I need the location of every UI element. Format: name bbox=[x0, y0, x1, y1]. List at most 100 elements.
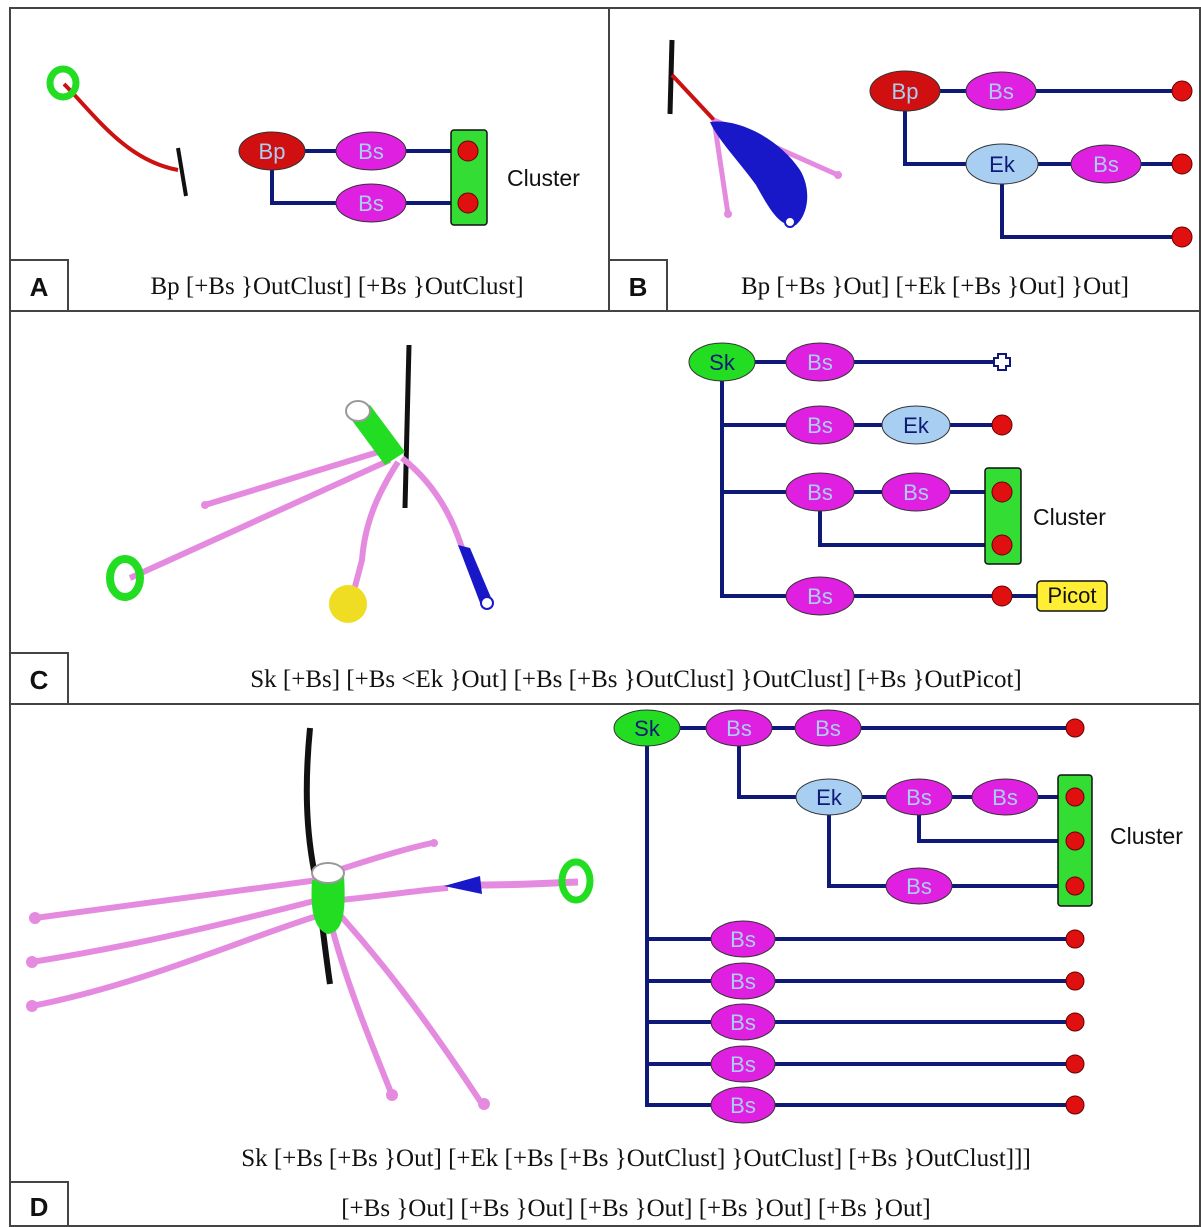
yellow-ball bbox=[329, 585, 367, 623]
cluster-label: Cluster bbox=[1110, 823, 1183, 849]
pink-stem bbox=[339, 885, 449, 903]
panel-c-formula: Sk [+Bs] [+Bs <Ek }Out] [+Bs [+Bs }OutCl… bbox=[250, 666, 1022, 693]
node-bs-label: Bs bbox=[906, 785, 932, 810]
output-dot bbox=[1065, 1054, 1085, 1074]
pink-tip bbox=[26, 1000, 38, 1012]
panel-c-label-box bbox=[9, 652, 69, 705]
node-bs bbox=[705, 709, 773, 747]
output-dot bbox=[1065, 787, 1085, 807]
node-ek bbox=[965, 143, 1039, 185]
output-dot bbox=[991, 414, 1013, 436]
pink-stem bbox=[349, 460, 401, 599]
blue-stem bbox=[710, 121, 808, 226]
output-dot bbox=[457, 140, 479, 162]
black-stem bbox=[667, 39, 675, 115]
cluster-label: Cluster bbox=[507, 165, 580, 191]
green-ring bbox=[558, 858, 594, 904]
green-ring bbox=[106, 555, 144, 601]
picot-box bbox=[1036, 580, 1108, 612]
node-bs-label: Bs bbox=[726, 716, 752, 741]
blue-stem bbox=[458, 545, 492, 608]
node-bs bbox=[794, 709, 862, 747]
node-bs-label: Bs bbox=[807, 350, 833, 375]
node-ek bbox=[795, 778, 863, 816]
red-stem bbox=[670, 73, 716, 122]
plus-icon bbox=[993, 353, 1011, 371]
node-bs-label: Bs bbox=[903, 480, 929, 505]
output-dot bbox=[1065, 929, 1085, 949]
output-dot bbox=[991, 585, 1013, 607]
node-bs-label: Bs bbox=[358, 191, 384, 216]
panel-a-tree: Bp Bs Bs Cluster bbox=[238, 129, 580, 226]
node-bs-label: Bs bbox=[358, 139, 384, 164]
pink-tip bbox=[386, 1089, 398, 1101]
panel-c-tree: Picot Sk Bs Bs Ek Bs Bs Bs Cluster bbox=[688, 342, 1108, 616]
node-bs-label: Bs bbox=[730, 1010, 756, 1035]
node-bs bbox=[710, 1003, 776, 1041]
node-bs-label: Bs bbox=[807, 413, 833, 438]
output-dot bbox=[1065, 1012, 1085, 1032]
black-stem bbox=[303, 727, 333, 985]
node-bs bbox=[710, 920, 776, 958]
output-dot bbox=[1065, 876, 1085, 896]
node-bs bbox=[710, 1045, 776, 1083]
node-sk-label: Sk bbox=[709, 350, 736, 375]
node-bs-label: Bs bbox=[807, 584, 833, 609]
pink-tip bbox=[430, 839, 438, 847]
output-dot bbox=[1065, 971, 1085, 991]
node-bs-label: Bs bbox=[730, 1093, 756, 1118]
node-bs bbox=[1070, 144, 1142, 184]
panel-c: Picot Sk Bs Bs Ek Bs Bs Bs Cluster C Sk … bbox=[30, 342, 1108, 695]
node-ek-label: Ek bbox=[816, 785, 843, 810]
pink-stem bbox=[31, 897, 319, 965]
node-bs-label: Bs bbox=[988, 79, 1014, 104]
node-bs-label: Bs bbox=[730, 969, 756, 994]
soma-cap bbox=[345, 400, 371, 422]
pink-stem bbox=[31, 912, 321, 1009]
panel-c-label: C bbox=[30, 665, 49, 695]
pink-tip bbox=[201, 501, 209, 509]
node-bs bbox=[710, 1086, 776, 1124]
node-bp-label: Bp bbox=[259, 139, 286, 164]
panel-d-formula-line-2: [+Bs }Out] [+Bs }Out] [+Bs }Out] [+Bs }O… bbox=[341, 1195, 931, 1222]
pink-stem bbox=[400, 455, 465, 549]
panel-d-tree: Sk Bs Bs Ek Bs Bs Bs Bs Bs Bs Bs Bs Clus… bbox=[613, 709, 1183, 1124]
output-dot bbox=[457, 192, 479, 214]
panel-b-sketch bbox=[667, 39, 842, 228]
tree-edge bbox=[645, 728, 1075, 1107]
output-dot bbox=[1171, 80, 1193, 102]
node-bs-label: Bs bbox=[815, 716, 841, 741]
node-bs bbox=[710, 962, 776, 1000]
node-bs-label: Bs bbox=[906, 874, 932, 899]
panel-a: Bp Bs Bs Cluster A Bp [+Bs }OutClust] [+… bbox=[30, 65, 580, 302]
panel-d-formula-line-1: Sk [+Bs [+Bs }Out] [+Ek [+Bs [+Bs }OutCl… bbox=[241, 1145, 1031, 1172]
panel-d-frame bbox=[9, 703, 1201, 1227]
panel-b-label-box bbox=[608, 259, 668, 312]
soma-cap bbox=[311, 862, 345, 884]
node-bs bbox=[965, 71, 1037, 111]
panel-c-sketch bbox=[106, 344, 494, 623]
node-ek-label: Ek bbox=[989, 152, 1016, 177]
pink-stem bbox=[327, 919, 395, 1097]
cluster-label: Cluster bbox=[1033, 504, 1106, 530]
blue-tip bbox=[784, 216, 796, 228]
panel-a-label: A bbox=[30, 272, 49, 302]
panel-a-label-box bbox=[9, 259, 69, 312]
node-ek-label: Ek bbox=[903, 413, 930, 438]
panel-a-frame bbox=[9, 7, 610, 312]
tree-edge bbox=[903, 91, 1182, 166]
output-dot bbox=[1171, 153, 1193, 175]
tree-edge bbox=[737, 728, 1075, 799]
node-bp-label: Bp bbox=[892, 79, 919, 104]
node-bs bbox=[785, 405, 855, 445]
pink-tip bbox=[478, 1098, 490, 1110]
output-dot bbox=[1171, 226, 1193, 248]
node-bs bbox=[885, 867, 953, 905]
pink-tip bbox=[724, 210, 732, 218]
black-stem bbox=[176, 147, 188, 197]
node-bs bbox=[881, 472, 951, 512]
pink-tip bbox=[29, 912, 41, 924]
node-sk bbox=[613, 709, 681, 747]
tree-edge bbox=[827, 797, 1075, 888]
pink-stem bbox=[34, 877, 319, 921]
